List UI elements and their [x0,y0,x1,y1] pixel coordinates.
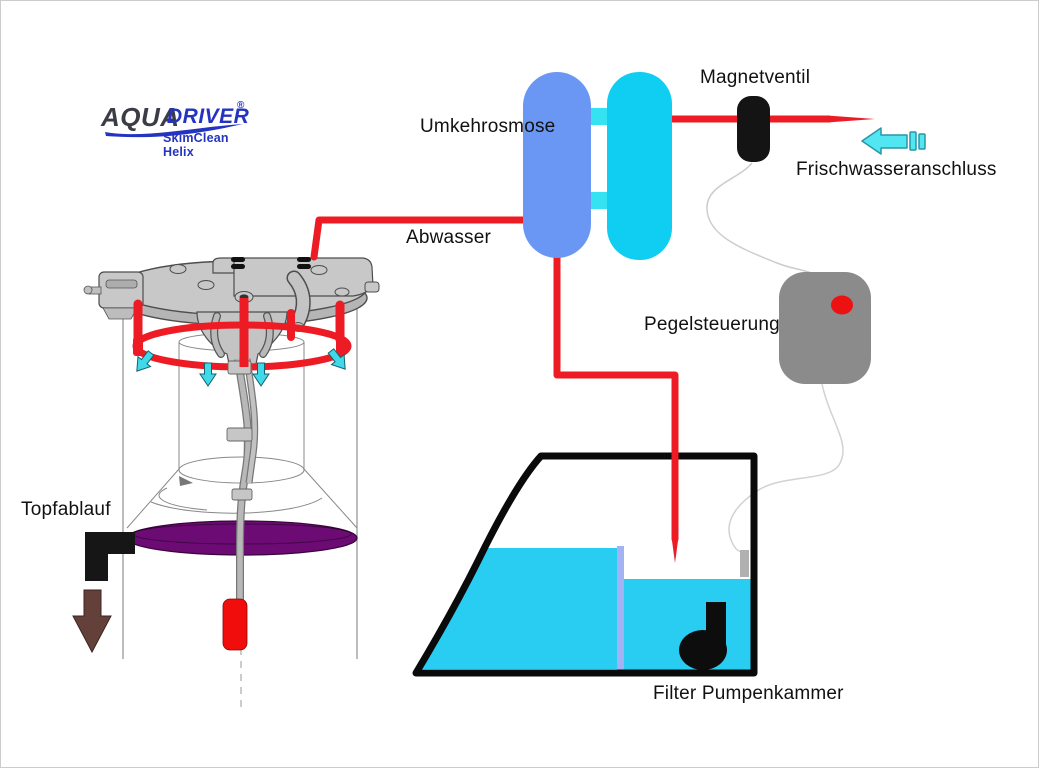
valve-controller-wire [706,162,815,275]
controller-sensor-wire [728,383,844,553]
osmosis-connector-bottom [587,192,611,209]
spiral-flow-arrowhead [179,476,193,486]
lid-screws [231,257,311,269]
reverse-osmosis-unit [523,72,672,260]
logo-swoosh-icon [105,124,243,138]
fresh-water-arrow-icon [861,127,926,155]
tank-water-left [421,548,618,669]
osmosis-prefilter-capsule [607,72,672,260]
aquadriver-logo: AQUA DRIVER ® SkimClean Helix [101,100,261,159]
label-magnetventil: Magnetventil [700,67,811,88]
filter-pump-chamber [412,452,758,677]
rod-end-red-cap [222,598,248,651]
osmosis-drain-tube-tip [671,537,679,563]
logo-registered-mark: ® [237,100,245,111]
osmosis-membrane-capsule [523,72,591,258]
chamber-divider [617,546,624,670]
drain-elbow-pipe [85,532,135,581]
osmosis-connector-top [587,108,611,125]
level-controller [779,272,871,384]
level-sensor [740,550,749,577]
spray-flow-arrows-icon [136,348,346,387]
pump-icon [679,602,727,670]
skimmer-body-outline [122,305,358,659]
lid-right-tab [364,281,380,293]
tank-outline [412,452,758,677]
fresh-water-tube-taper [827,115,875,123]
status-led-icon [831,295,853,315]
label-umkehrosmose: Umkehrosmose [420,116,556,137]
skimmer-illustration [72,257,380,709]
drain-flow-arrow-icon [72,589,112,654]
label-pegelsteuerung: Pegelsteuerung [644,314,780,335]
logo-subtitle: SkimClean Helix [163,131,229,159]
magnet-valve [737,96,770,162]
abwasser-tube [310,216,528,261]
logo-brand-primary: AQUA [101,102,180,132]
logo-brand-secondary: DRIVER [167,105,250,128]
osmosis-drain-tube [553,249,679,543]
label-frischwasseranschluss: Frischwasseranschluss [796,159,997,180]
label-abwasser: Abwasser [406,227,492,248]
label-topfablauf: Topfablauf [21,499,111,520]
lid-clamp [83,271,144,320]
label-filter-pumpenkammer: Filter Pumpenkammer [653,683,844,704]
